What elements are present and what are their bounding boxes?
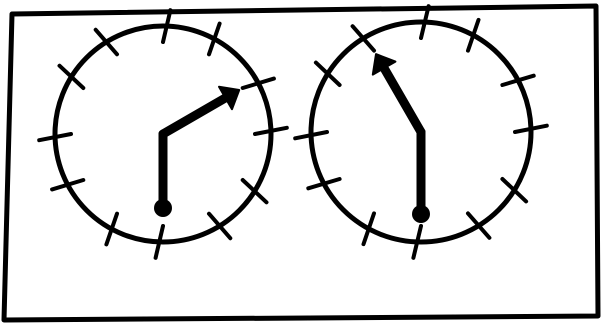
left-clock-minute-hand-knob xyxy=(154,199,172,217)
right-clock-minute-hand-knob xyxy=(412,205,430,223)
